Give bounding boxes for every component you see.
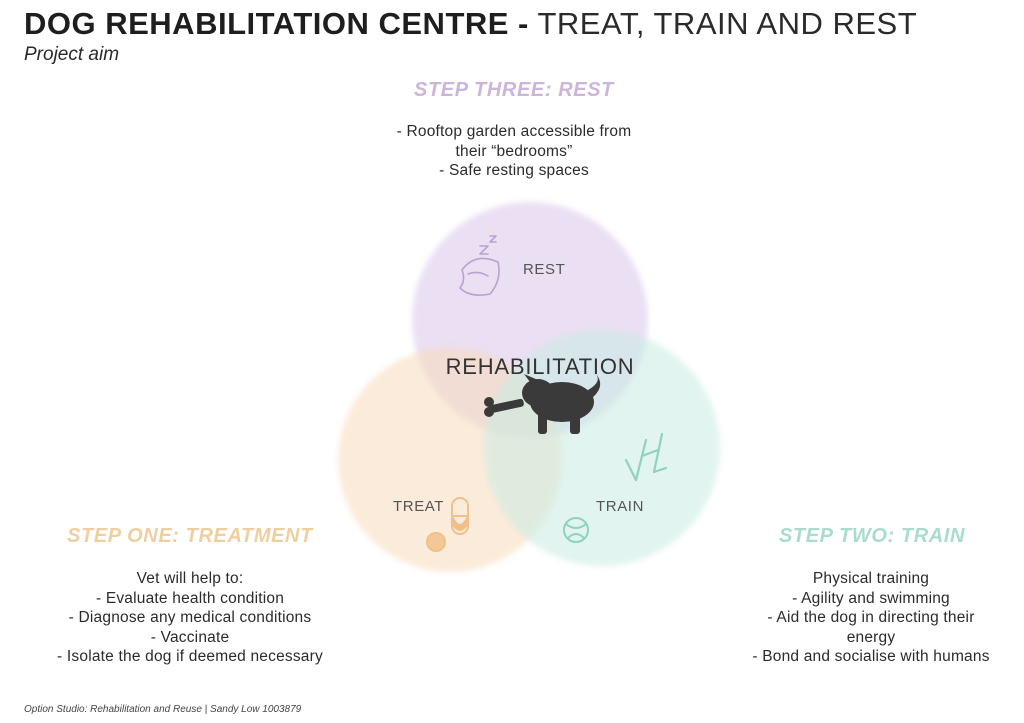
- list-item: their “bedrooms”: [455, 142, 573, 160]
- sleeping-pillow-icon: [459, 235, 500, 296]
- list-item: - Agility and swimming: [792, 589, 950, 607]
- list-item: - Vaccinate: [150, 628, 230, 646]
- agility-hurdle-icon: [624, 432, 668, 482]
- list-item: Physical training: [812, 570, 930, 587]
- step-two-list: Physical training - Agility and swimming…: [726, 569, 1016, 667]
- list-item: - Diagnose any medical conditions: [68, 609, 312, 626]
- page-subtitle: Project aim: [24, 44, 120, 65]
- rehabilitation-venn-diagram: REST REHABILITATION TREAT TRAIN: [320, 190, 740, 590]
- title-light: TREAT, TRAIN AND REST: [537, 6, 918, 41]
- title-bold: DOG REHABILITATION CENTRE -: [24, 6, 529, 41]
- step-three-heading: STEP THREE: REST: [414, 79, 614, 101]
- rest-label: REST: [523, 261, 566, 278]
- treat-label: TREAT: [393, 498, 445, 515]
- list-item: - Safe resting spaces: [439, 162, 589, 179]
- list-item: - Bond and socialise with humans: [752, 648, 990, 665]
- step-two-heading: STEP TWO: TRAIN: [778, 525, 966, 547]
- list-item: energy: [846, 628, 896, 646]
- step-one-list: Vet will help to: - Evaluate health cond…: [20, 569, 360, 667]
- step-three-list: - Rooftop garden accessible from their “…: [370, 122, 658, 181]
- venn-svg: [338, 202, 720, 572]
- list-item: - Aid the dog in directing their: [767, 609, 975, 626]
- rehabilitation-label: REHABILITATION: [445, 354, 635, 379]
- list-item: - Isolate the dog if deemed necessary: [57, 648, 323, 665]
- footer-credit: Option Studio: Rehabilitation and Reuse …: [24, 704, 302, 715]
- list-item: - Evaluate health condition: [95, 589, 285, 607]
- step-one-heading: STEP ONE: TREATMENT: [67, 525, 313, 547]
- list-item: - Rooftop garden accessible from: [396, 123, 632, 140]
- page-title: DOG REHABILITATION CENTRE - TREAT, TRAIN…: [24, 6, 917, 42]
- ball-icon: [563, 517, 589, 543]
- list-item: Vet will help to:: [136, 570, 244, 587]
- dog-with-bone-icon: [484, 374, 601, 434]
- train-label: TRAIN: [596, 498, 644, 515]
- pills-icon: [426, 497, 469, 552]
